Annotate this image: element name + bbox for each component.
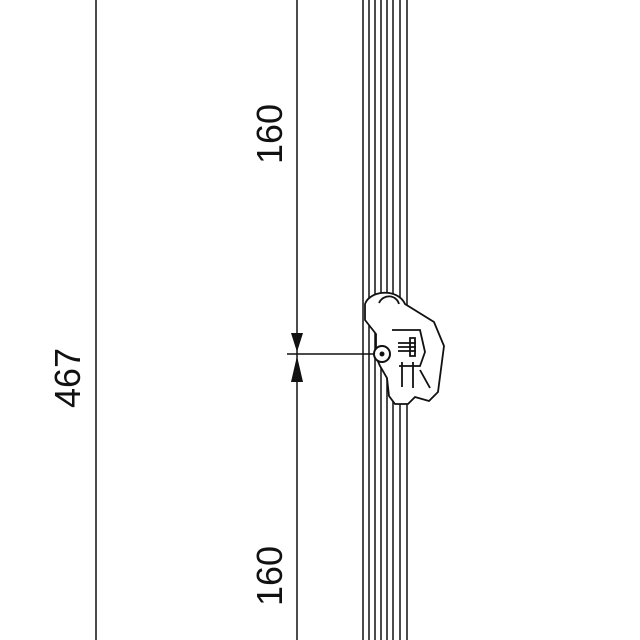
upper-segment-label: 160 bbox=[249, 104, 290, 164]
arrowhead-icon bbox=[291, 356, 303, 382]
lower-segment-label: 160 bbox=[249, 546, 290, 606]
locking-bracket bbox=[364, 291, 445, 405]
arrowhead-icon bbox=[291, 333, 303, 352]
overall-dimension-label: 467 bbox=[47, 348, 88, 408]
